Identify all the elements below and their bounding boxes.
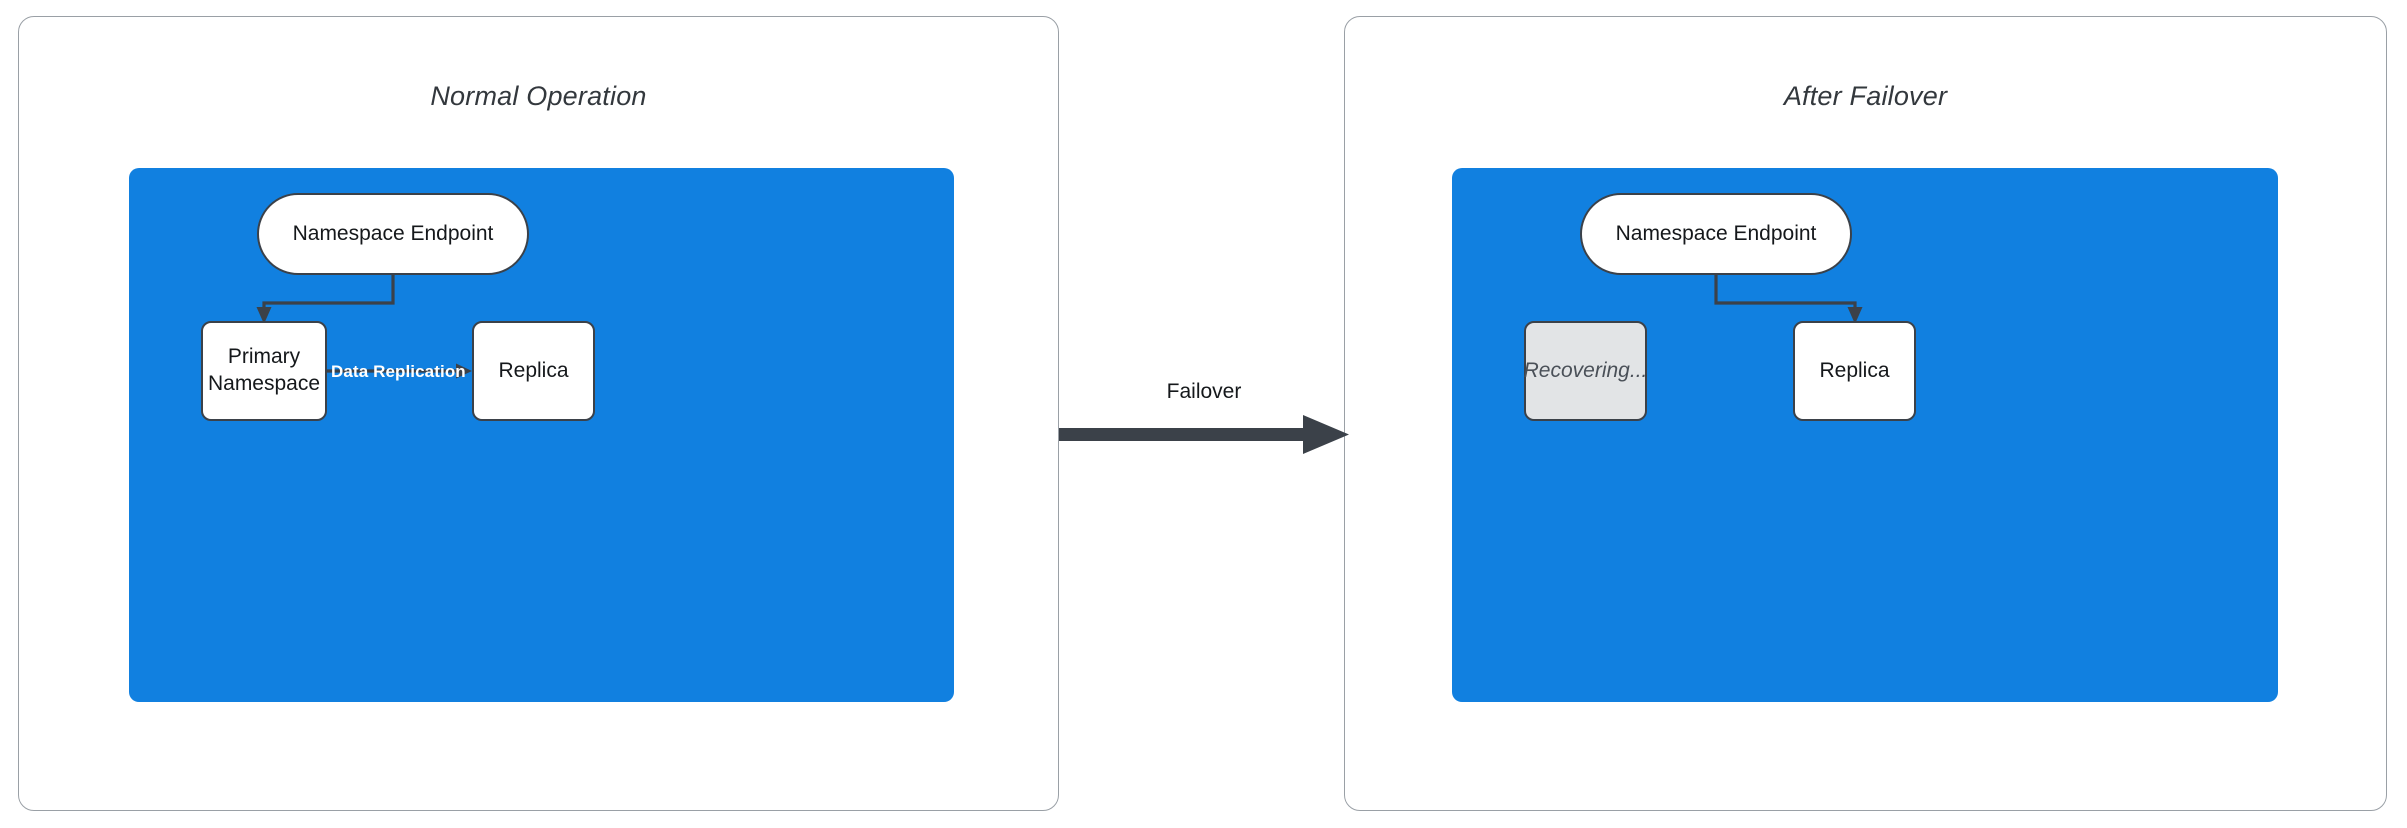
panel-title-normal-operation: Normal Operation [430,81,647,111]
edge-label-data-replication: Data Replication [331,362,466,381]
panel-after-failover: After Failover Namespace Endpoint Recove… [1344,16,2387,811]
node-label: Namespace Endpoint [1615,221,1817,245]
node-namespace-endpoint-normal[interactable]: Namespace Endpoint [257,193,529,275]
node-label: Replica [498,358,569,382]
node-label: Namespace Endpoint [292,221,494,245]
failover-arrow-icon [1059,415,1349,454]
node-label-line2: Namespace [207,372,321,395]
failover-label: Failover [1166,380,1242,403]
node-label: Primary Namespace [208,344,320,398]
blue-container-normal-operation: Namespace Endpoint Primary Namespace Rep… [129,168,954,702]
node-replica-failover[interactable]: Replica [1793,321,1916,421]
connector-endpoint-to-replica [1714,273,1863,324]
node-recovering[interactable]: Recovering... [1524,321,1647,421]
node-primary-namespace[interactable]: Primary Namespace [201,321,327,421]
node-label: Replica [1819,358,1890,382]
node-namespace-endpoint-failover[interactable]: Namespace Endpoint [1580,193,1852,275]
panel-title-after-failover: After Failover [1783,81,1948,111]
failover-transition: Failover [1059,380,1349,500]
panel-normal-operation: Normal Operation Namespace Endpoint Prim… [18,16,1059,811]
blue-container-after-failover: Namespace Endpoint Recovering... Replica [1452,168,2278,702]
node-label: Recovering... [1523,358,1648,382]
connector-primary-to-replica [325,363,472,379]
node-label-line1: Primary [227,345,301,369]
connector-endpoint-to-primary [256,273,395,324]
node-replica-normal[interactable]: Replica [472,321,595,421]
